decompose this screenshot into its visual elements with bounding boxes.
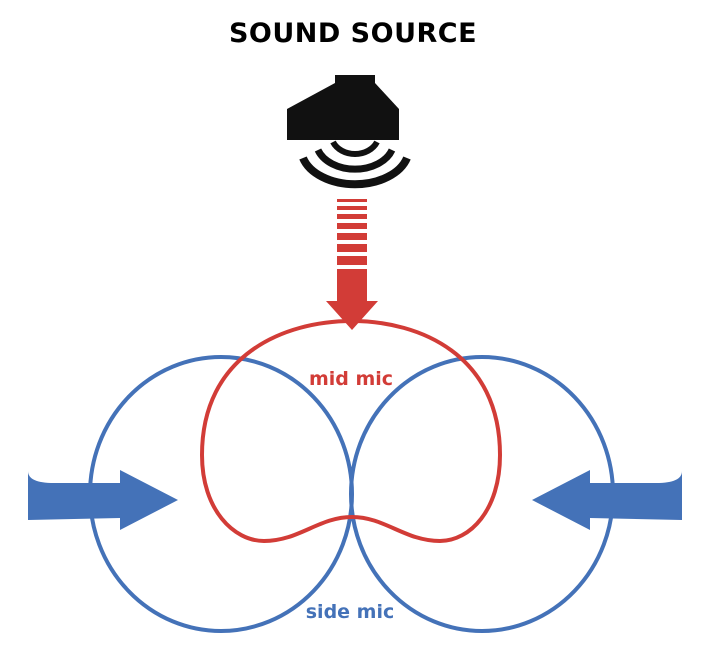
diagram-title: SOUND SOURCE xyxy=(229,18,477,49)
speaker-icon xyxy=(287,75,399,140)
side-arrow-left xyxy=(28,470,178,530)
side-mic-pattern xyxy=(88,355,615,633)
mid-mic-pattern xyxy=(199,318,503,544)
side-arrow-right xyxy=(532,470,682,530)
mid-arrow xyxy=(326,199,378,330)
sound-waves-icon xyxy=(299,140,411,189)
side-mic-label: side mic xyxy=(306,601,395,623)
mid-mic-label: mid mic xyxy=(309,368,393,390)
